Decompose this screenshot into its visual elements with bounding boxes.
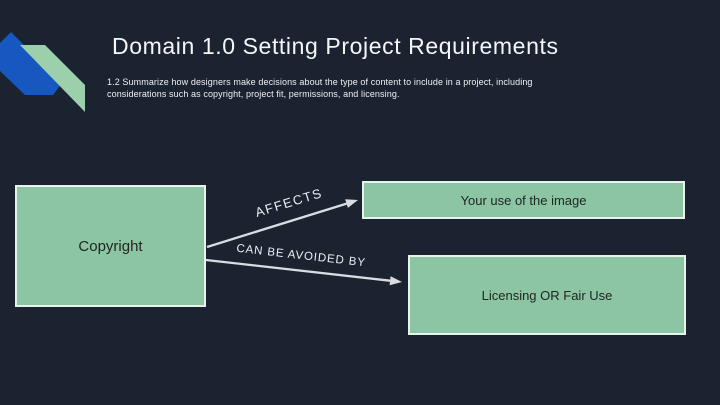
subtitle-line-1: 1.2 Summarize how designers make decisio…: [107, 77, 533, 87]
node-licensing-or-fair-use-label: Licensing OR Fair Use: [481, 287, 613, 303]
corner-decoration: [0, 32, 85, 112]
node-licensing-or-fair-use: Licensing OR Fair Use: [408, 255, 686, 335]
avoided-arrowhead: [389, 276, 402, 286]
node-copyright-label: Copyright: [78, 237, 143, 255]
slide-subtitle: 1.2 Summarize how designers make decisio…: [107, 76, 533, 100]
node-your-use-of-image: Your use of the image: [362, 181, 685, 219]
subtitle-line-2: considerations such as copyright, projec…: [107, 89, 400, 99]
node-copyright: Copyright: [15, 185, 206, 307]
corner-green-parallelogram: [20, 45, 85, 112]
edge-label-affects: AFFECTS: [253, 185, 325, 220]
node-your-use-of-image-label: Your use of the image: [460, 192, 587, 208]
affects-arrowhead: [345, 199, 358, 208]
edge-label-avoided: CAN BE AVOIDED BY: [235, 242, 367, 270]
corner-blue-parallelogram: [0, 32, 62, 95]
slide-title: Domain 1.0 Setting Project Requirements: [112, 33, 559, 59]
avoided-arrow: [205, 258, 402, 286]
